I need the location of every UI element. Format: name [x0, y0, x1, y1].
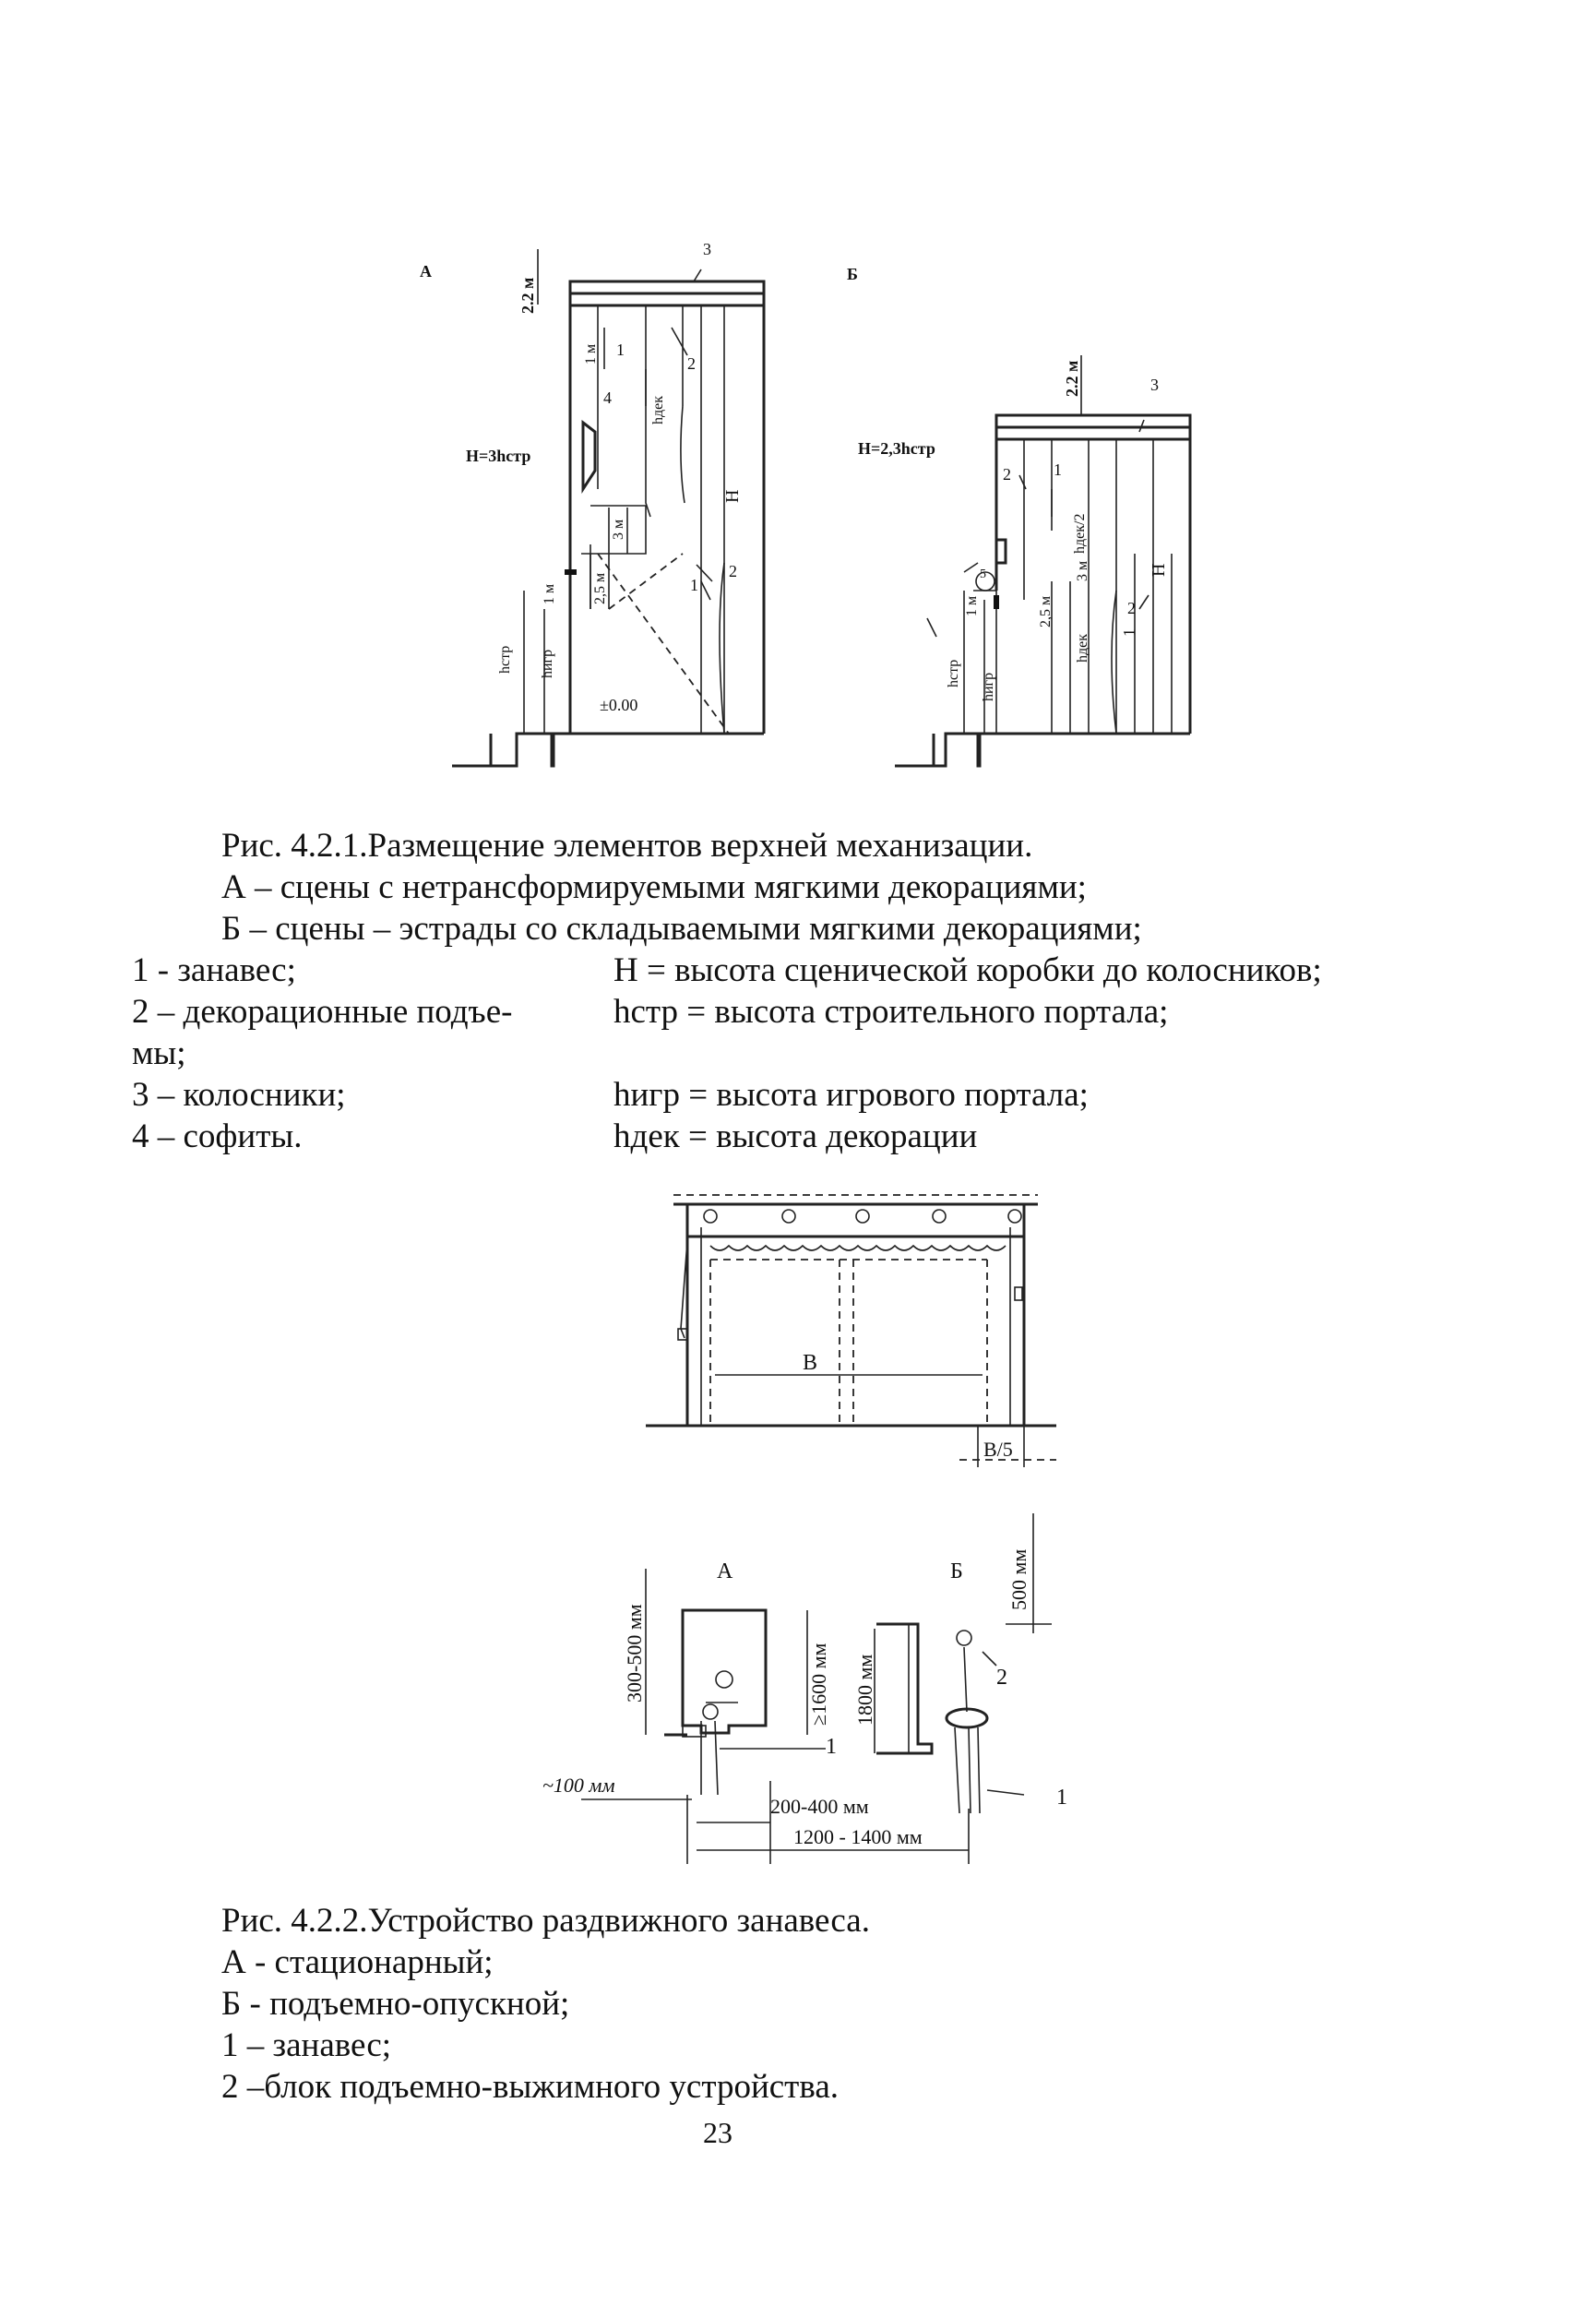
dim-100: ~100 мм: [542, 1774, 614, 1797]
figure-2-legend-1: 1 – занавес;: [221, 2026, 392, 2064]
section-b-label-2: 2: [996, 1666, 1007, 1690]
panel-a-dim-higr: hигр: [540, 650, 555, 678]
panel-a-label-1a: 1: [616, 341, 625, 359]
panel-a-dim-1m: 1 м: [583, 344, 599, 364]
figure-2-line-a: А - стационарный;: [221, 1943, 494, 1981]
panel-a-label-1b: 1: [690, 576, 698, 594]
figure-1-legend-3: 3 – колосники;: [132, 1076, 346, 1114]
panel-b-dim-top: 2.2 м: [1063, 361, 1081, 397]
panel-b-formula: H=2,3hстр: [858, 439, 935, 458]
dim-1200-1400: 1200 - 1400 мм: [793, 1825, 923, 1848]
section-a-letter: А: [717, 1559, 733, 1583]
figure-2-title: Рис. 4.2.2.Устройство раздвижного занаве…: [221, 1902, 870, 1940]
panel-a-dim-25m: 2,5 м: [592, 573, 608, 604]
figure-1-legend-2: 2 – декорационные подъе-: [132, 993, 513, 1031]
panel-a-formula: H=3hстр: [466, 447, 530, 465]
panel-b-label-1b: 1: [1120, 628, 1138, 637]
figure-1-line-b: Б – сцены – эстрады со складываемыми мяг…: [221, 910, 1142, 948]
panel-a-label-3: 3: [703, 240, 711, 258]
panel-a-label-4: 4: [603, 388, 612, 407]
panel-a-dim-1m-b: 1 м: [542, 584, 557, 604]
panel-b-dim-H: H: [1149, 564, 1169, 577]
panel-a-dim-hstr: hстр: [497, 646, 513, 674]
dim-300-500: 300-500 мм: [623, 1604, 646, 1703]
dim-1600: ≥1600 мм: [807, 1643, 830, 1726]
panel-b-label-1a: 1: [1054, 460, 1062, 479]
dim-1800: 1800 мм: [853, 1655, 876, 1726]
panel-b-dim-higr: hигр: [981, 673, 996, 701]
panel-a-dim-3m: 3 м: [611, 520, 626, 540]
figure-2-legend-2: 2 –блок подъемно-выжимного устройства.: [221, 2068, 839, 2106]
panel-a-label-2a: 2: [687, 354, 696, 373]
panel-a-level: ±0.00: [600, 696, 637, 714]
section-a-label-1: 1: [826, 1735, 837, 1759]
panel-b-dim-25m: 2,5 м: [1038, 596, 1054, 627]
figure-1-legend-4: 4 – софиты.: [132, 1117, 303, 1155]
panel-b-dim-hdek: hдек: [1075, 634, 1090, 663]
dim-200-400: 200-400 мм: [770, 1795, 869, 1818]
figure-1-legend-hdek: hдек = высота декорации: [613, 1117, 978, 1155]
panel-b-dim-hdek2: hдек/2: [1072, 514, 1088, 554]
dim-B: В: [803, 1351, 817, 1375]
figure-1-title: Рис. 4.2.1.Размещение элементов верхней …: [221, 827, 1033, 865]
panel-b-letter: Б: [847, 265, 858, 283]
panel-b-dim-3m: 3 м: [1075, 561, 1090, 581]
page-number: 23: [703, 2116, 732, 2149]
section-b-letter: Б: [950, 1559, 963, 1583]
dim-500: 500 мм: [1007, 1549, 1030, 1610]
figure-1-line-a: А – сцены с нетрансформируемыми мягкими …: [221, 868, 1087, 906]
figure-1-legend-hstr: hстр = высота строительного портала;: [613, 993, 1169, 1031]
panel-a-letter: А: [420, 262, 432, 281]
figure-2-line-b: Б - подъемно-опускной;: [221, 1985, 570, 2023]
panel-b-label-5: 5: [980, 568, 986, 581]
panel-a-dim-H: H: [722, 490, 743, 503]
panel-a-dim-hdek: hдек: [650, 396, 666, 424]
figure-1-legend-higr: hигр = высота игрового портала;: [613, 1076, 1089, 1114]
panel-b-label-3: 3: [1150, 376, 1159, 394]
panel-b-label-2b: 2: [1127, 599, 1136, 617]
panel-b-dim-1m: 1 м: [964, 596, 980, 616]
figure-1-legend-H: H = высота сценической коробки до колосн…: [613, 951, 1322, 989]
panel-b-dim-hstr: hстр: [946, 660, 961, 687]
panel-a-label-2b: 2: [729, 562, 737, 580]
dim-B5: В/5: [983, 1438, 1013, 1461]
figure-1-legend-1: 1 - занавес;: [132, 951, 296, 989]
section-b-label-1: 1: [1056, 1786, 1067, 1810]
panel-a-dim-top: 2.2 м: [518, 278, 537, 314]
panel-b-label-2a: 2: [1003, 465, 1011, 484]
figure-1-legend-2-cont: мы;: [132, 1034, 186, 1072]
